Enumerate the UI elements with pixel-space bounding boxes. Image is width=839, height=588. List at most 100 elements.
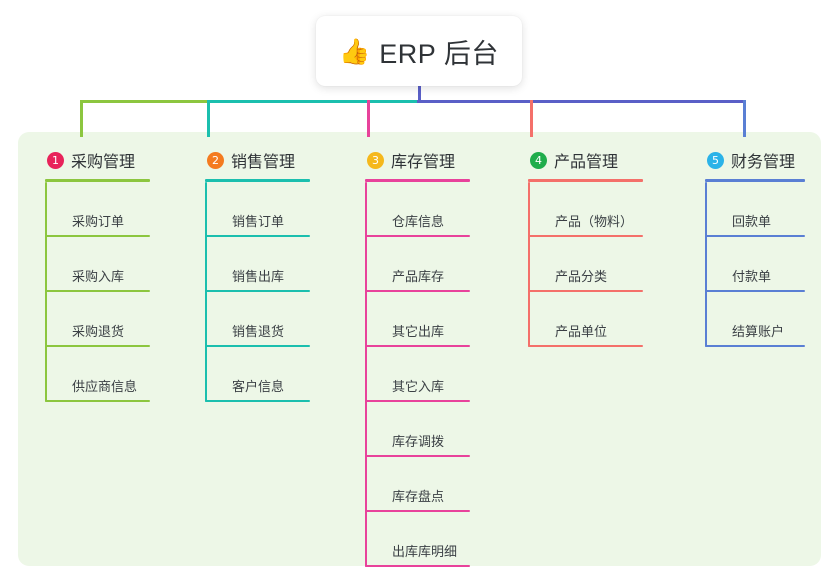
menu-item-rule xyxy=(365,455,470,457)
menu-item[interactable]: 采购订单 xyxy=(45,182,150,237)
menu-item-label: 销售出库 xyxy=(232,269,285,284)
column-spine-4 xyxy=(528,182,530,347)
menu-item-label: 供应商信息 xyxy=(72,379,138,394)
column-badge-5: 5 xyxy=(707,151,724,169)
menu-item[interactable]: 采购入库 xyxy=(45,237,150,292)
menu-item-rule xyxy=(528,290,643,292)
menu-item[interactable]: 结算账户 xyxy=(705,292,805,347)
menu-item-rule xyxy=(705,290,805,292)
menu-item[interactable]: 销售出库 xyxy=(205,237,310,292)
menu-item-rule xyxy=(365,235,470,237)
column-spine-3 xyxy=(365,182,367,567)
menu-item-label: 产品单位 xyxy=(555,324,608,339)
menu-item[interactable]: 采购退货 xyxy=(45,292,150,347)
menu-item-rule xyxy=(205,400,310,402)
menu-item-label: 结算账户 xyxy=(732,324,785,339)
column-drop-line-2 xyxy=(207,100,210,137)
menu-item-rule xyxy=(365,400,470,402)
column-1: 1 采购管理采购订单采购入库采购退货供应商信息 xyxy=(45,147,150,402)
menu-item[interactable]: 产品（物料） xyxy=(528,182,643,237)
trunk-green xyxy=(80,100,210,103)
column-badge-2: 2 xyxy=(207,151,224,169)
menu-item-rule xyxy=(205,345,310,347)
menu-item-rule xyxy=(365,565,470,567)
menu-item[interactable]: 仓库信息 xyxy=(365,182,470,237)
menu-item-label: 产品库存 xyxy=(392,269,445,284)
column-title-3: 库存管理 xyxy=(391,154,456,171)
menu-item-rule xyxy=(528,235,643,237)
column-rule-1 xyxy=(45,179,150,182)
menu-item[interactable]: 产品单位 xyxy=(528,292,643,347)
menu-item-label: 仓库信息 xyxy=(392,214,445,229)
trunk-blue xyxy=(417,100,744,103)
menu-item-rule xyxy=(365,290,470,292)
menu-item-label: 产品（物料） xyxy=(555,214,634,229)
column-items-1: 采购订单采购入库采购退货供应商信息 xyxy=(45,182,150,402)
menu-item[interactable]: 出库库明细 xyxy=(365,512,470,567)
column-header-3[interactable]: 3 库存管理 xyxy=(365,147,470,173)
menu-item[interactable]: 产品库存 xyxy=(365,237,470,292)
menu-item-label: 出库库明细 xyxy=(392,544,458,559)
column-spine-2 xyxy=(205,182,207,402)
menu-item[interactable]: 其它出库 xyxy=(365,292,470,347)
menu-item-rule xyxy=(365,345,470,347)
menu-item-label: 库存盘点 xyxy=(392,489,445,504)
menu-item[interactable]: 销售订单 xyxy=(205,182,310,237)
column-header-4[interactable]: 4 产品管理 xyxy=(528,147,643,173)
menu-item-label: 采购入库 xyxy=(72,269,125,284)
menu-item[interactable]: 销售退货 xyxy=(205,292,310,347)
menu-item-label: 采购退货 xyxy=(72,324,125,339)
column-title-5: 财务管理 xyxy=(731,154,796,171)
menu-item-rule xyxy=(365,510,470,512)
column-drop-line-3 xyxy=(367,100,370,137)
menu-item-rule xyxy=(705,345,805,347)
column-badge-1: 1 xyxy=(47,151,64,169)
menu-item-label: 付款单 xyxy=(732,269,772,284)
column-rule-3 xyxy=(365,179,470,182)
column-drop-line-4 xyxy=(530,100,533,137)
menu-item[interactable]: 回款单 xyxy=(705,182,805,237)
column-rule-4 xyxy=(528,179,643,182)
column-items-4: 产品（物料） 产品分类产品单位 xyxy=(528,182,643,347)
column-badge-3: 3 xyxy=(367,151,384,169)
menu-item-rule xyxy=(45,400,150,402)
column-drop-line-1 xyxy=(80,100,83,137)
menu-item-label: 销售订单 xyxy=(232,214,285,229)
column-items-2: 销售订单销售出库销售退货客户信息 xyxy=(205,182,310,402)
column-header-5[interactable]: 5 财务管理 xyxy=(705,147,805,173)
menu-item-rule xyxy=(705,235,805,237)
menu-item[interactable]: 供应商信息 xyxy=(45,347,150,402)
diagram-panel xyxy=(18,132,821,566)
column-rule-2 xyxy=(205,179,310,182)
menu-item-rule xyxy=(45,290,150,292)
menu-item[interactable]: 库存调拨 xyxy=(365,402,470,457)
menu-item[interactable]: 其它入库 xyxy=(365,347,470,402)
column-title-4: 产品管理 xyxy=(554,154,619,171)
column-3: 3 库存管理仓库信息产品库存其它出库其它入库库存调拨库存盘点出库库明细 xyxy=(365,147,470,567)
menu-item-rule xyxy=(528,345,643,347)
trunk-teal xyxy=(207,100,420,103)
column-badge-4: 4 xyxy=(530,151,547,169)
menu-item-label: 采购订单 xyxy=(72,214,125,229)
menu-item-label: 其它出库 xyxy=(392,324,445,339)
root-drop-line xyxy=(418,86,421,103)
menu-item-rule xyxy=(45,345,150,347)
column-title-1: 采购管理 xyxy=(71,154,136,171)
root-node[interactable]: 👍 ERP 后台 xyxy=(316,16,522,86)
menu-item[interactable]: 付款单 xyxy=(705,237,805,292)
column-spine-1 xyxy=(45,182,47,402)
column-4: 4 产品管理产品（物料） 产品分类产品单位 xyxy=(528,147,643,347)
menu-item-label: 库存调拨 xyxy=(392,434,445,449)
column-5: 5 财务管理回款单付款单结算账户 xyxy=(705,147,805,347)
menu-item-rule xyxy=(45,235,150,237)
menu-item[interactable]: 产品分类 xyxy=(528,237,643,292)
column-header-1[interactable]: 1 采购管理 xyxy=(45,147,150,173)
column-rule-5 xyxy=(705,179,805,182)
column-spine-5 xyxy=(705,182,707,347)
column-items-5: 回款单付款单结算账户 xyxy=(705,182,805,347)
menu-item[interactable]: 客户信息 xyxy=(205,347,310,402)
menu-item-label: 回款单 xyxy=(732,214,772,229)
menu-item[interactable]: 库存盘点 xyxy=(365,457,470,512)
